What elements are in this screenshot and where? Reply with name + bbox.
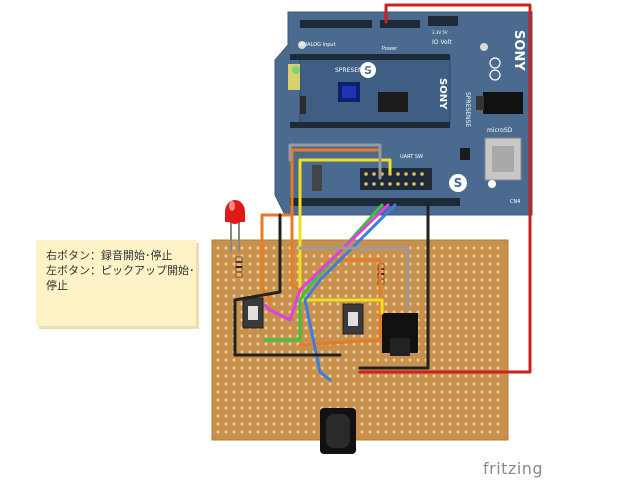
label-uart-sw: UART SW bbox=[400, 154, 423, 160]
note-line-1: 右ボタン：録音開始･停止 bbox=[46, 249, 173, 262]
wire-black bbox=[358, 203, 430, 370]
wire-yellow bbox=[298, 158, 392, 302]
note-line-2: 左ボタン：ピックアップ開始･ bbox=[46, 264, 195, 277]
wire-gray bbox=[288, 143, 382, 180]
extension-board: S S SONY SONY ANALOG Input Power IO Volt… bbox=[274, 11, 533, 216]
label-io-volt: IO Volt bbox=[432, 39, 452, 46]
label-io-volt-options: 3.3V 5V bbox=[432, 30, 448, 35]
label-microsd: microSD bbox=[487, 127, 513, 134]
label-spresense-main: SPRESENSE bbox=[335, 67, 370, 74]
wire-black-2 bbox=[233, 213, 342, 357]
header-pins bbox=[364, 172, 424, 186]
label-power: Power bbox=[382, 46, 398, 52]
perfboard-audio-jack bbox=[382, 313, 418, 356]
wire-gray-2 bbox=[298, 246, 410, 312]
ir-receiver bbox=[320, 408, 356, 454]
label-spresense-side: SPRESENSE bbox=[464, 92, 471, 127]
main-logo: S bbox=[364, 64, 372, 77]
wire-blue bbox=[303, 203, 397, 382]
wire-orange-3 bbox=[298, 290, 382, 347]
wire-red bbox=[358, 3, 532, 374]
red-led bbox=[225, 200, 245, 252]
button-right bbox=[342, 303, 364, 335]
fritzing-logo: fritzing bbox=[483, 459, 544, 478]
brand-side: SONY bbox=[437, 78, 448, 110]
note-line-3: 停止 bbox=[46, 279, 68, 292]
resistor-left bbox=[235, 256, 243, 278]
label-analog: ANALOG Input bbox=[300, 42, 336, 48]
label-cn4: CN4 bbox=[510, 199, 520, 205]
brand-top: SONY bbox=[511, 30, 526, 71]
wires bbox=[233, 3, 532, 382]
button-left bbox=[242, 297, 264, 329]
sticky-note: 右ボタン：録音開始･停止 左ボタン：ピックアップ開始･ 停止 bbox=[36, 240, 196, 326]
ext-logo: S bbox=[454, 176, 463, 190]
wire-yellow-2 bbox=[298, 298, 384, 315]
wire-magenta bbox=[263, 203, 390, 322]
